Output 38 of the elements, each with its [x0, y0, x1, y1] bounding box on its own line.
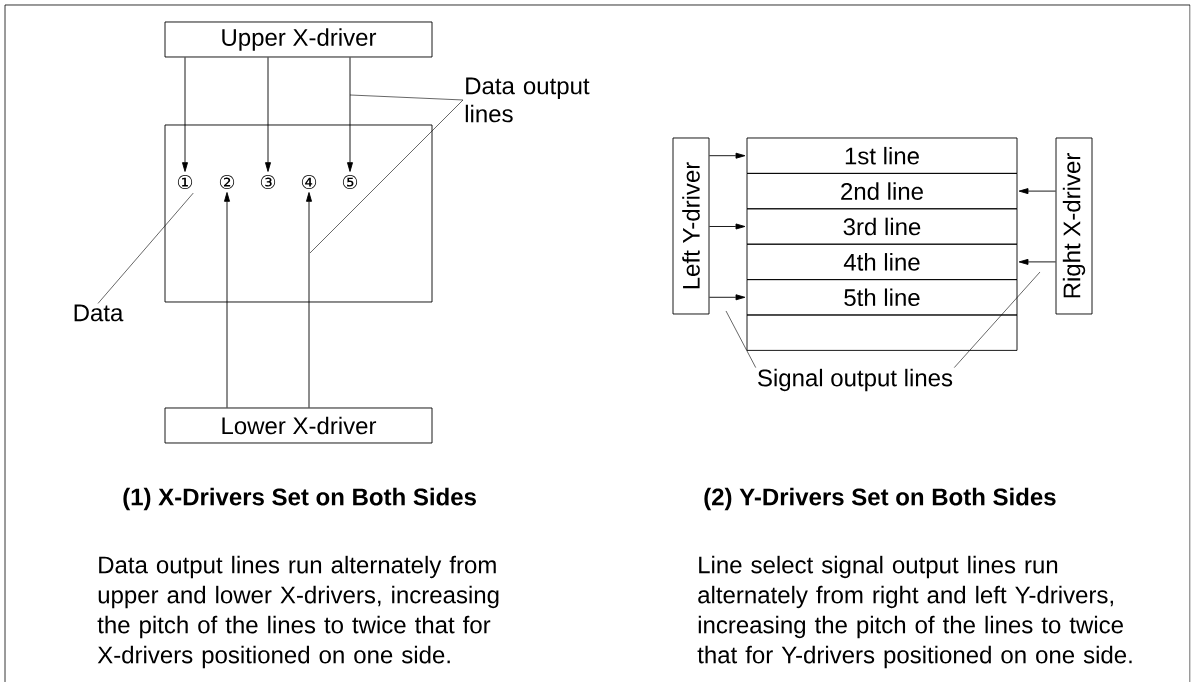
line-row-box: 1st line [746, 137, 1018, 174]
arrow [265, 57, 271, 172]
arrow [709, 294, 746, 301]
arrow [1018, 258, 1056, 265]
driver-box: Upper X-driver [164, 21, 433, 58]
driver-box: Right X-driver [1055, 137, 1093, 315]
circled-number: ① [177, 174, 193, 190]
arrow [347, 57, 353, 172]
annotation-text: Signal output lines [758, 368, 953, 392]
arrow [306, 192, 312, 408]
driver-box: Lower X-driver [164, 407, 433, 444]
arrow [182, 57, 188, 172]
circled-number: ③ [260, 174, 276, 190]
line-row-box: 5th line [746, 279, 1018, 316]
paragraph: Data output lines run alternately from upper and lower X-drivers, increasing the pitch of the lines to twice that for X-drivers positioned on one side. [97, 555, 499, 669]
driver-box: Left Y-driver [672, 137, 710, 315]
leader-line [725, 310, 757, 368]
caption: (1) X-Drivers Set on Both Sides [123, 487, 476, 511]
arrow [1018, 188, 1056, 195]
arrow [224, 192, 230, 408]
leader-line [349, 94, 464, 101]
leader-line [953, 271, 1041, 368]
circled-number: ④ [301, 174, 317, 190]
leader-line [309, 99, 464, 254]
annotation-text: Data [74, 304, 124, 322]
annotation-text: Data output lines [465, 77, 590, 123]
line-row-box [746, 314, 1018, 351]
arrow [709, 152, 746, 159]
arrow [709, 223, 746, 230]
panel-box [164, 124, 433, 303]
leader-line [97, 192, 194, 304]
paragraph: Line select signal output lines run alternately from right and left Y-drivers, increasing the pitch of the lines to twice that for Y-drivers positioned on one side. [697, 555, 1132, 669]
line-row-box: 3rd line [746, 208, 1018, 245]
line-row-box: 2nd line [746, 172, 1018, 210]
line-row-box: 4th line [746, 243, 1018, 281]
circled-number: ② [219, 174, 235, 190]
caption: (2) Y-Drivers Set on Both Sides [704, 487, 1056, 511]
circled-number: ⑤ [342, 174, 358, 190]
